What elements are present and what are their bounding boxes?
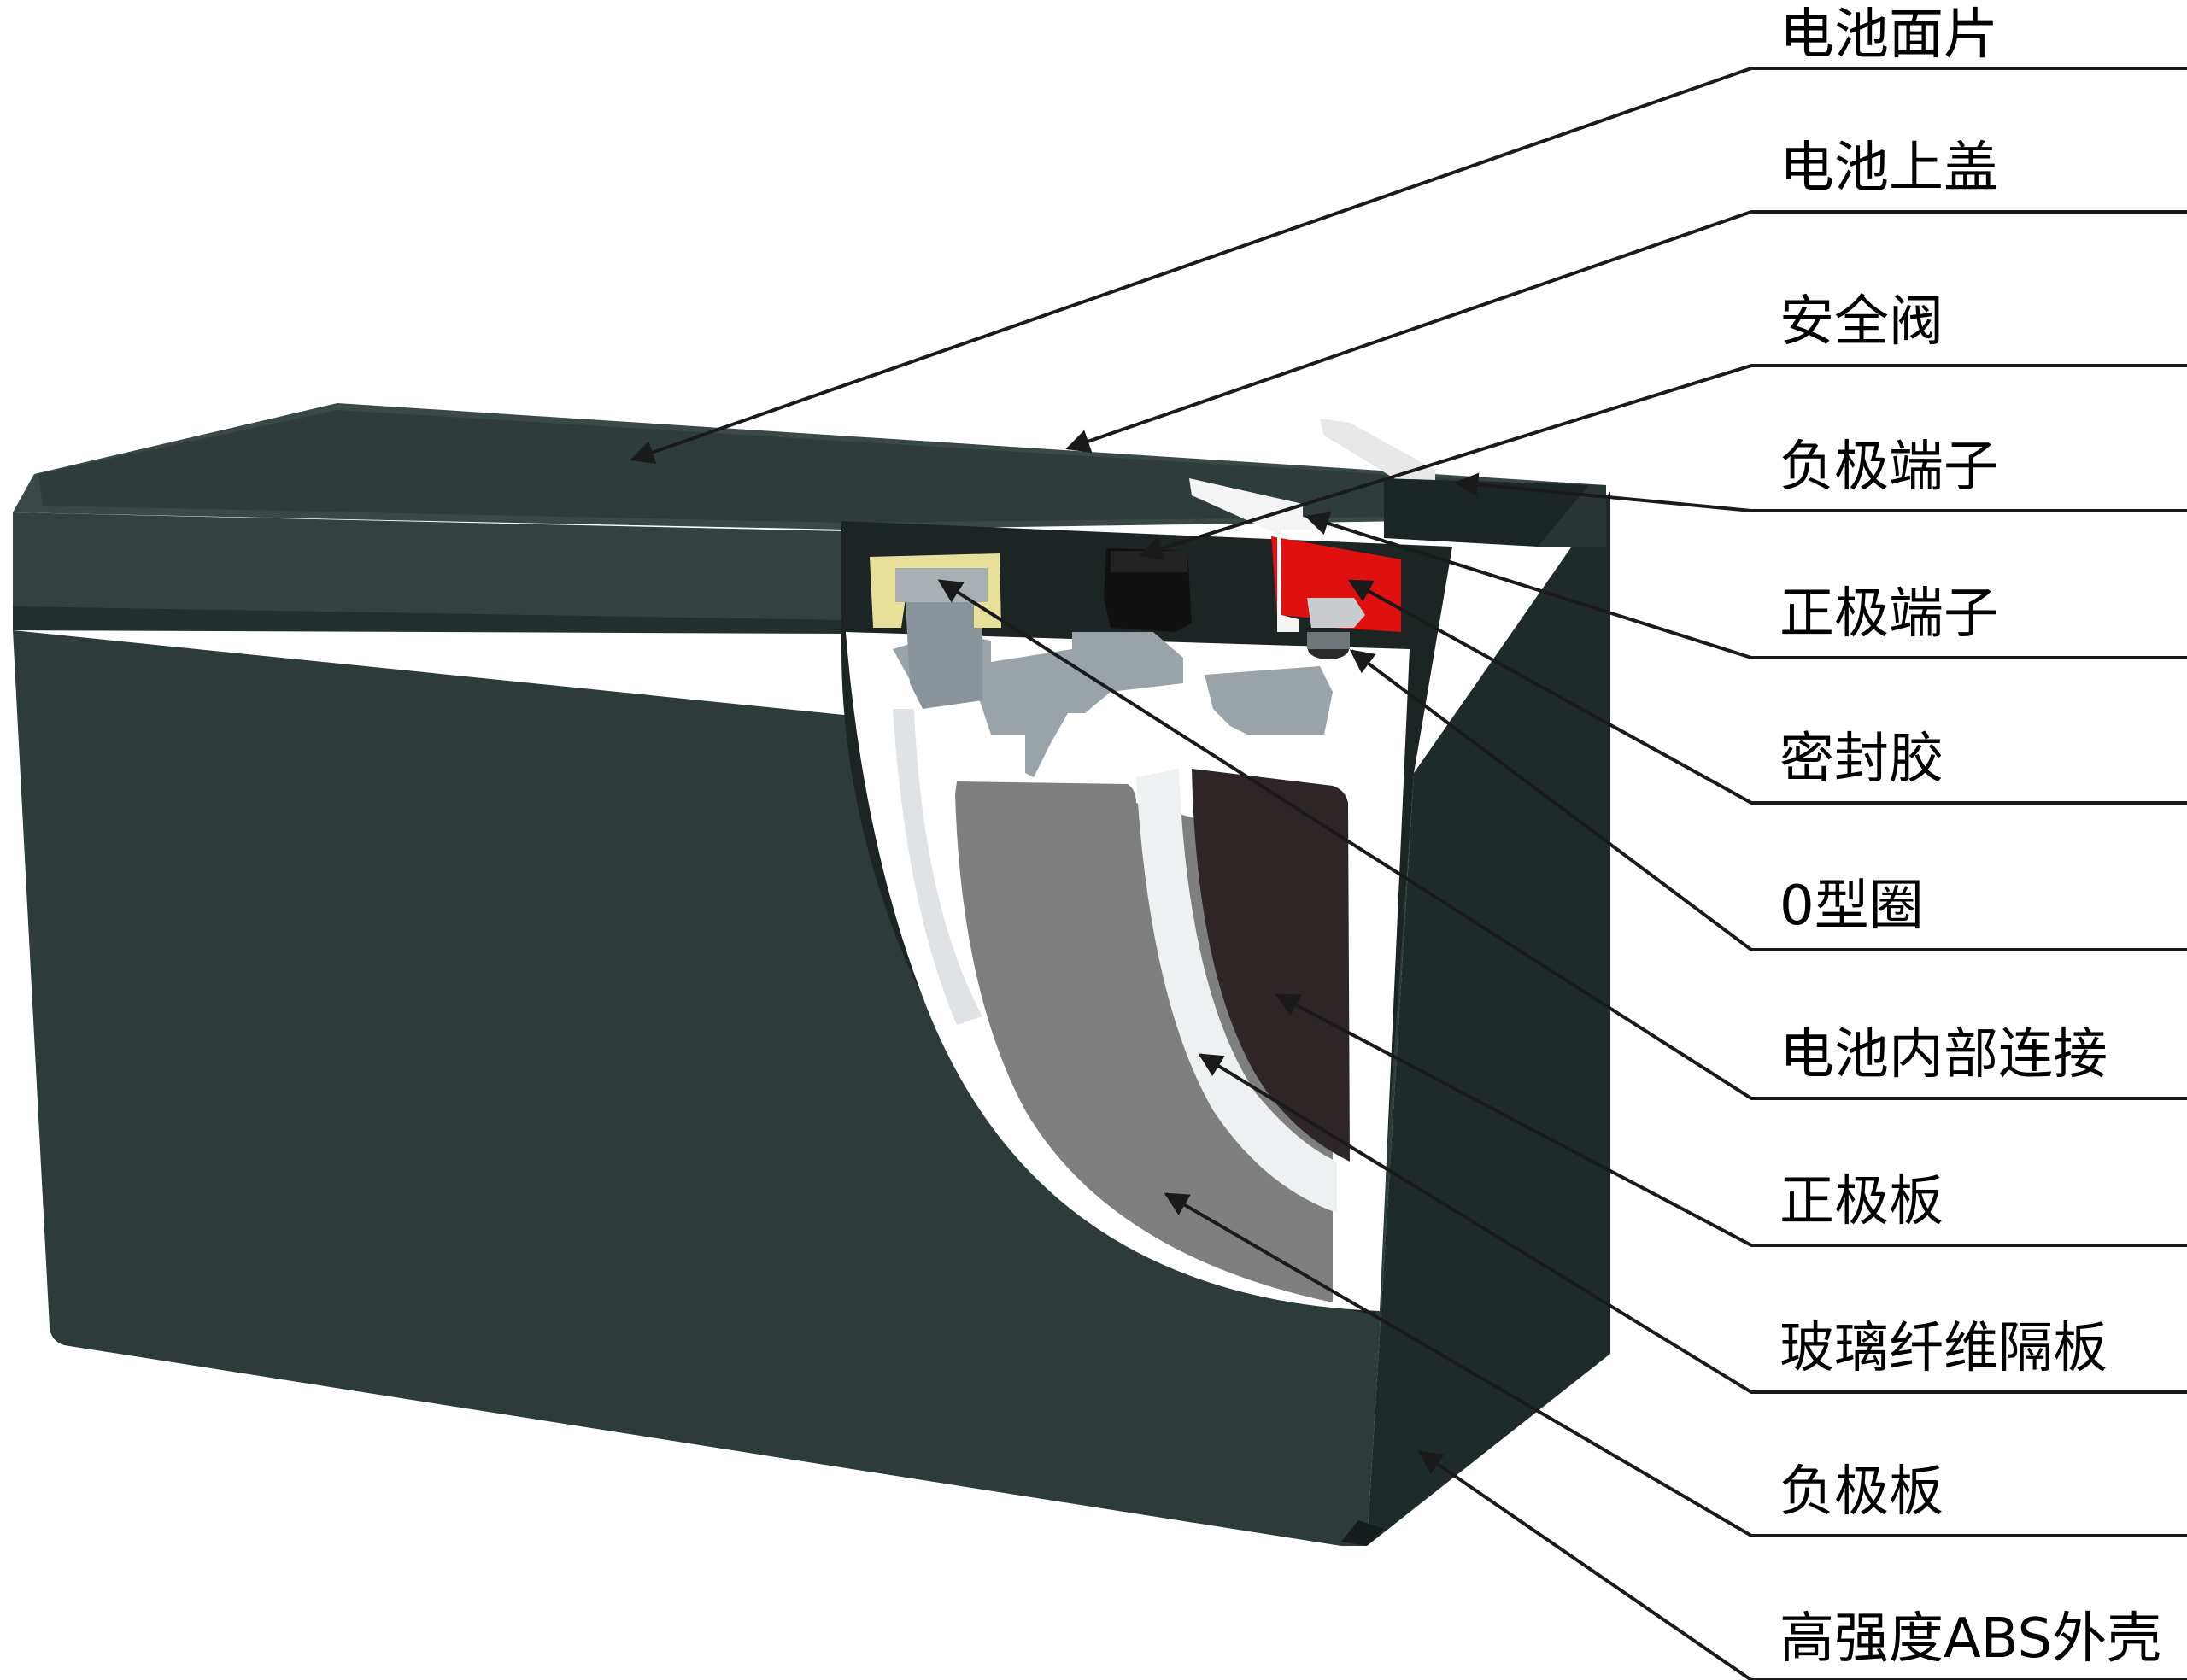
positive-terminal-shape bbox=[1271, 536, 1401, 632]
battery-side-face bbox=[1367, 491, 1610, 1546]
battery-lid-band bbox=[13, 512, 846, 632]
leader-line-glass-fiber-separator bbox=[1198, 1053, 2187, 1394]
callout-positive-plate: 正极板 bbox=[1275, 993, 2187, 1247]
callout-abs-case: 高强度ABS外壳 bbox=[1417, 1450, 2187, 1680]
callout-sealant: 密封胶 bbox=[1347, 579, 2187, 805]
label-positive-terminal: 正极端子 bbox=[1780, 582, 1998, 646]
leader-line-o-ring bbox=[1349, 649, 2187, 951]
callout-negative-terminal: 负极端子 bbox=[1454, 436, 2187, 512]
label-battery-face-plate: 电池面片 bbox=[1780, 3, 1998, 67]
positive-plate-shape bbox=[1192, 769, 1350, 1162]
label-abs-case: 高强度ABS外壳 bbox=[1780, 1607, 2161, 1671]
callout-o-ring: 0型圈 bbox=[1349, 649, 2187, 951]
separator-shape bbox=[1136, 769, 1337, 1213]
leader-line-sealant bbox=[1347, 579, 2187, 805]
leader-line-internal-connection bbox=[937, 579, 2187, 1100]
label-o-ring: 0型圈 bbox=[1780, 875, 1924, 938]
leader-line-positive-terminal bbox=[1305, 512, 2187, 659]
leader-line-safety-valve bbox=[1138, 364, 2187, 560]
label-battery-top-cover: 电池上盖 bbox=[1780, 137, 1998, 200]
label-internal-connection: 电池内部连接 bbox=[1780, 1023, 2108, 1086]
leader-line-battery-top-cover bbox=[1065, 210, 2187, 453]
leader-line-negative-plate bbox=[1164, 1192, 2187, 1537]
leader-line-abs-case bbox=[1417, 1450, 2187, 1680]
callout-battery-top-cover: 电池上盖 bbox=[1065, 137, 2187, 453]
callout-positive-terminal: 正极端子 bbox=[1305, 512, 2187, 659]
label-safety-valve: 安全阀 bbox=[1780, 290, 1944, 354]
callout-battery-face-plate: 电池面片 bbox=[630, 3, 2187, 464]
callout-safety-valve: 安全阀 bbox=[1138, 290, 2187, 560]
leader-line-positive-plate bbox=[1275, 993, 2187, 1247]
label-positive-plate: 正极板 bbox=[1780, 1170, 1944, 1233]
callout-glass-fiber-separator: 玻璃纤维隔板 bbox=[1198, 1053, 2187, 1394]
leader-line-battery-face-plate bbox=[630, 67, 2187, 464]
terminal-tab-white bbox=[1189, 478, 1320, 632]
label-negative-plate: 负极板 bbox=[1780, 1460, 1944, 1524]
callout-negative-plate: 负极板 bbox=[1164, 1192, 2187, 1537]
callout-internal-connection: 电池内部连接 bbox=[937, 579, 2187, 1100]
label-glass-fiber-separator: 玻璃纤维隔板 bbox=[1780, 1317, 2108, 1380]
leader-line-negative-terminal bbox=[1454, 472, 2187, 512]
label-sealant: 密封胶 bbox=[1780, 728, 1944, 791]
label-negative-terminal: 负极端子 bbox=[1780, 436, 1998, 499]
